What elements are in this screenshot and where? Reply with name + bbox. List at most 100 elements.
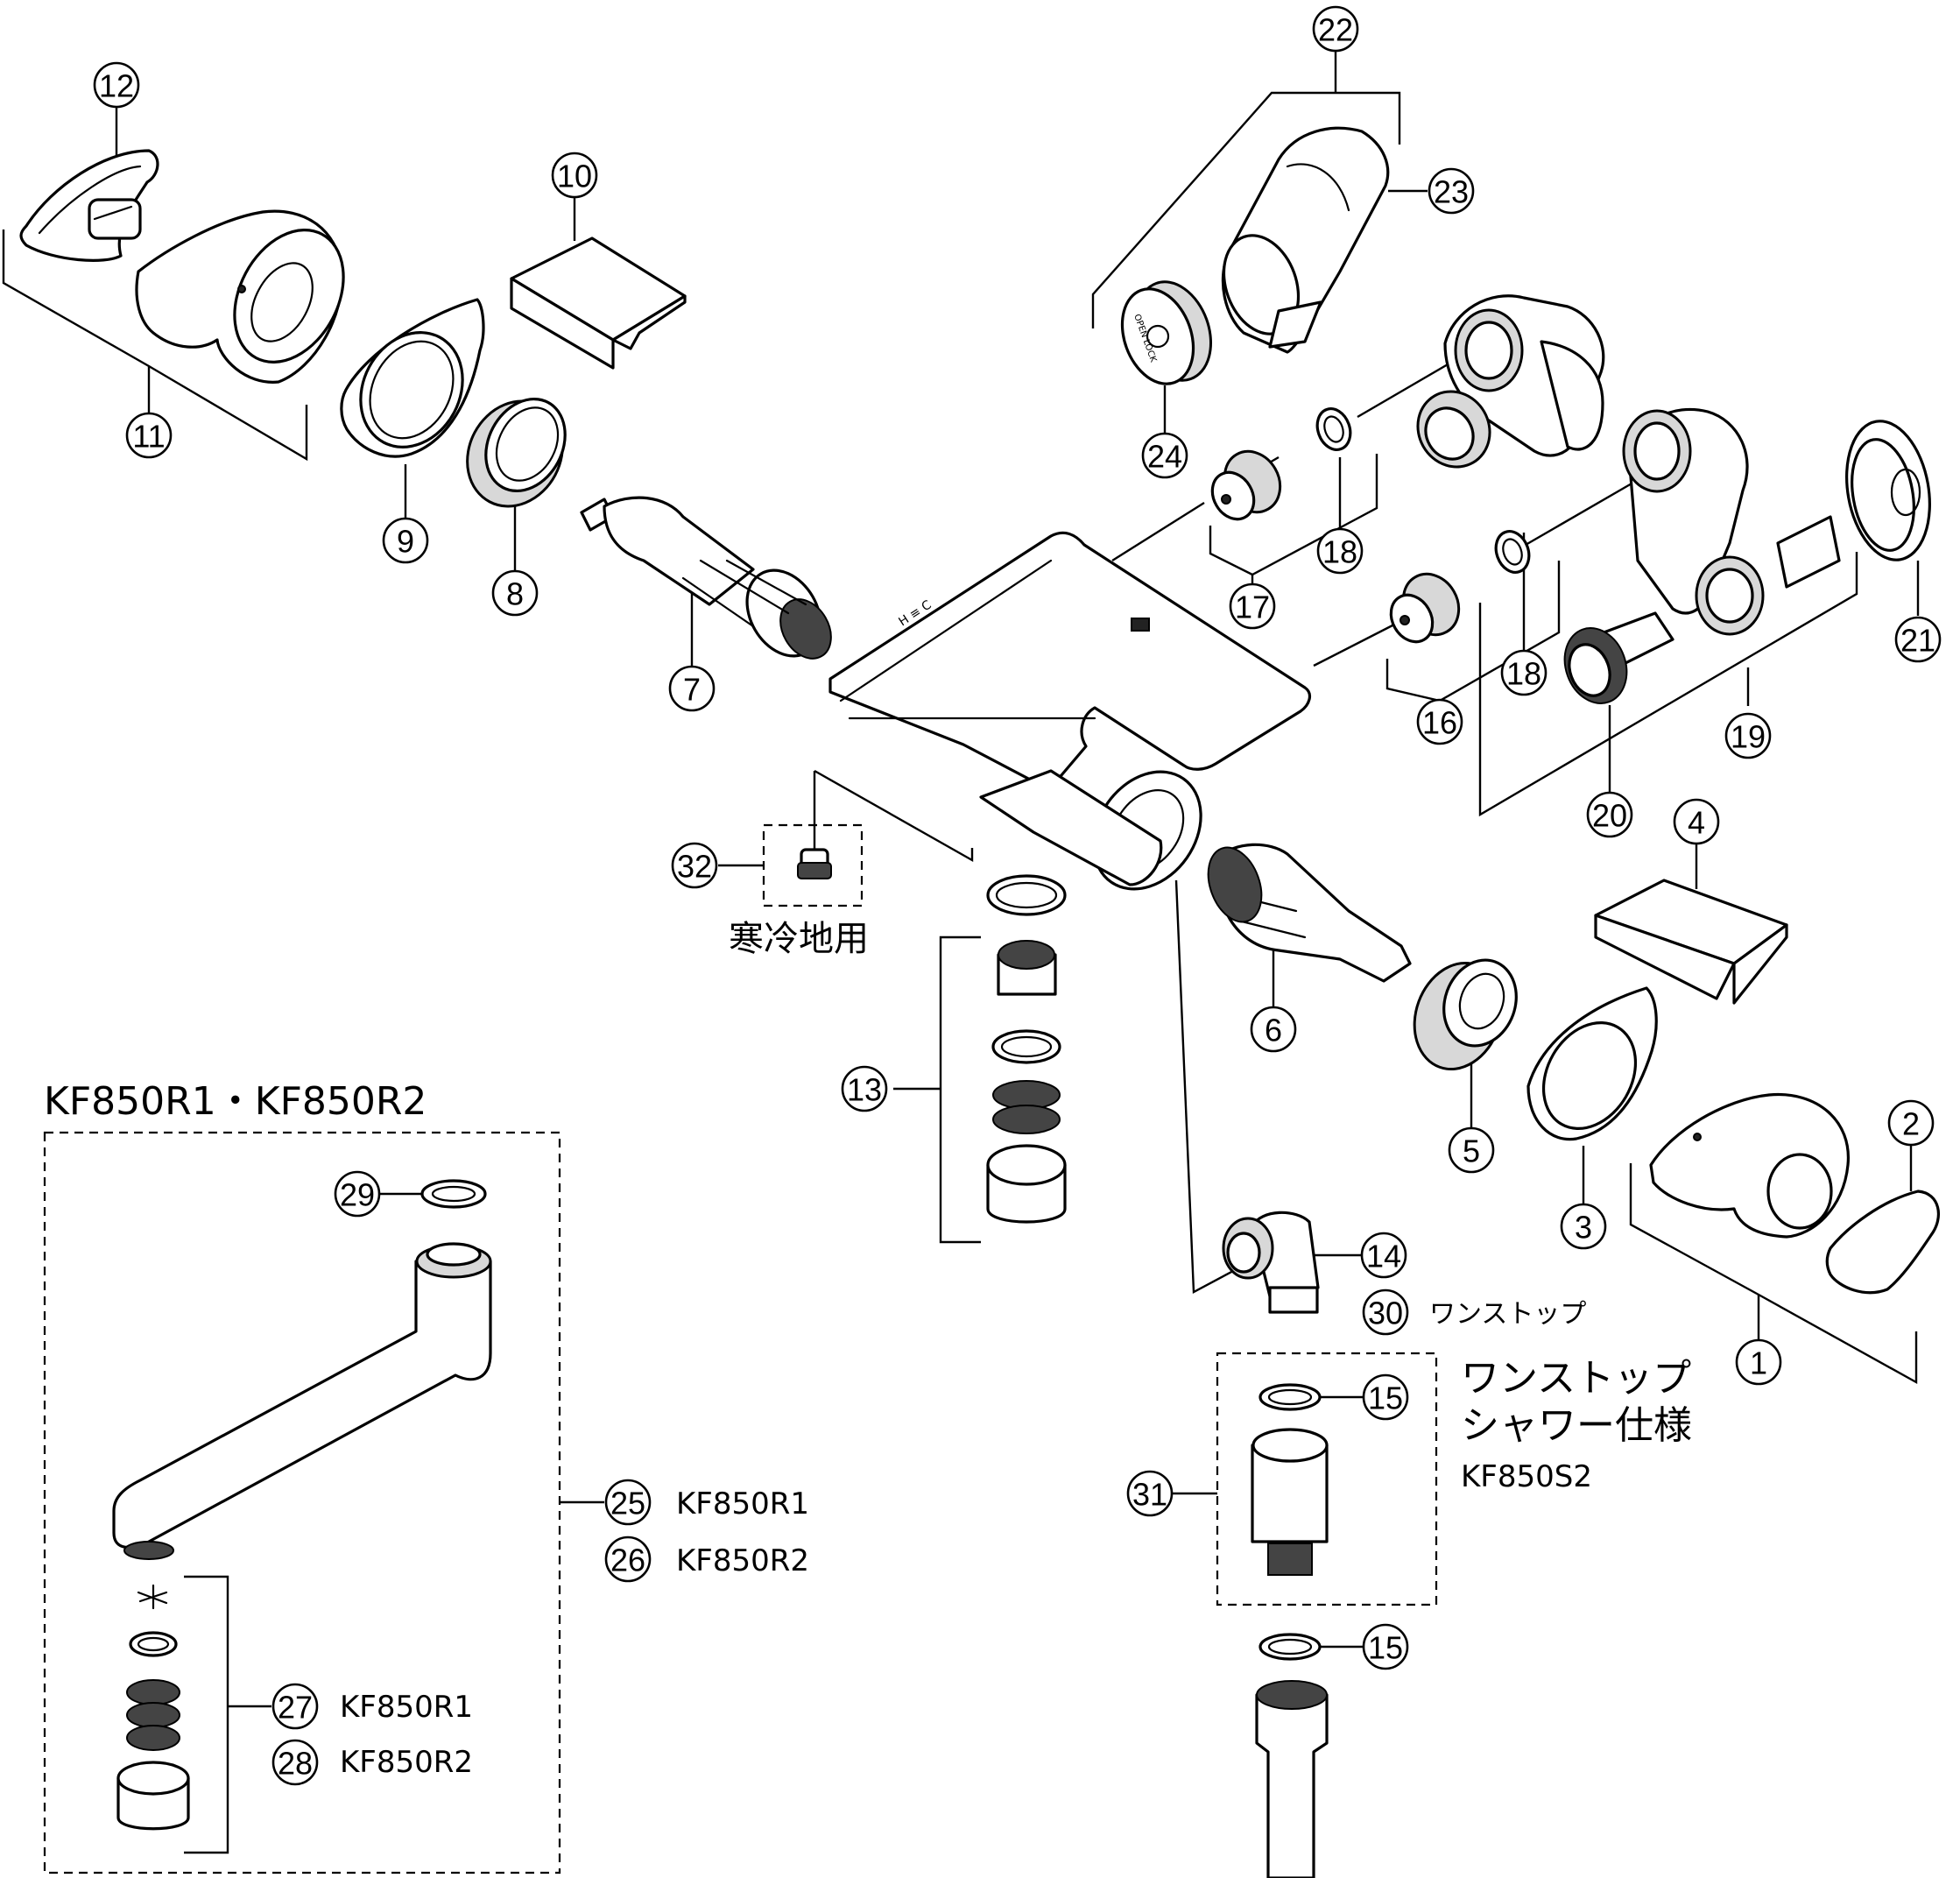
- callout-number: 1: [1750, 1345, 1767, 1381]
- callout-22: 22: [1312, 5, 1359, 53]
- callout-number: 23: [1434, 174, 1469, 210]
- callout-circle: [1416, 698, 1463, 745]
- callout-15: 15: [1362, 1623, 1409, 1670]
- callout-circle: [1500, 649, 1548, 696]
- callout-circle: [271, 1683, 319, 1730]
- callout-circle: [1735, 1338, 1782, 1386]
- callout-number: 24: [1147, 439, 1182, 475]
- callout-number: 7: [683, 672, 701, 708]
- main-valve-body: H ≡ C: [828, 531, 1312, 891]
- label-28: KF850R2: [340, 1745, 473, 1780]
- callout-circle: [93, 61, 140, 109]
- part-14-elbow: [1222, 1211, 1320, 1314]
- part-18-washers: [1315, 407, 1531, 574]
- callout-29: 29: [334, 1170, 381, 1218]
- callout-circle: [1673, 798, 1720, 845]
- callout-numbers: 1234567891011121314151516171818192021222…: [93, 5, 1942, 1786]
- shower-title-line2: シャワー仕様: [1461, 1403, 1692, 1448]
- callout-number: 30: [1368, 1296, 1403, 1331]
- part-19-elbow: [1622, 407, 1841, 636]
- callout-circle: [1586, 791, 1633, 838]
- part-9-ring: [340, 298, 485, 458]
- part-17-check-valve: [1210, 449, 1282, 521]
- callout-number: 25: [610, 1486, 645, 1521]
- callout-26: 26: [604, 1536, 652, 1583]
- callout-3: 3: [1560, 1203, 1607, 1250]
- callout-circle: [382, 517, 429, 564]
- callout-number: 14: [1366, 1239, 1401, 1274]
- callout-10: 10: [551, 152, 598, 199]
- callout-18: 18: [1316, 527, 1364, 575]
- callout-number: 11: [132, 419, 165, 455]
- callout-number: 2: [1902, 1106, 1920, 1142]
- callout-number: 13: [847, 1072, 882, 1108]
- callout-20: 20: [1586, 791, 1633, 838]
- callout-12: 12: [93, 61, 140, 109]
- part-7-cartridge: [580, 496, 832, 660]
- part-13-aerator-stack: [986, 874, 1067, 1224]
- callout-13: 13: [841, 1065, 888, 1112]
- callout-circle: [1316, 527, 1364, 575]
- callout-8: 8: [491, 569, 539, 617]
- shower-title-line1: ワンストップ: [1461, 1356, 1691, 1401]
- callout-31: 31: [1126, 1470, 1174, 1517]
- callout-number: 3: [1575, 1210, 1592, 1246]
- callout-number: 4: [1688, 805, 1705, 841]
- callout-number: 6: [1265, 1013, 1282, 1048]
- callout-17: 17: [1229, 582, 1276, 630]
- callout-number: 18: [1322, 534, 1357, 570]
- cold-region-label: 寒冷地用: [729, 919, 869, 959]
- callout-number: 15: [1368, 1630, 1403, 1666]
- callout-number: 26: [610, 1543, 645, 1578]
- callout-circle: [1362, 1373, 1409, 1421]
- callout-circle: [841, 1065, 888, 1112]
- callout-21: 21: [1894, 616, 1942, 663]
- callout-9: 9: [382, 517, 429, 564]
- callout-circle: [1229, 582, 1276, 630]
- callout-5: 5: [1448, 1126, 1495, 1174]
- callout-number: 20: [1592, 798, 1627, 834]
- callout-number: 9: [397, 524, 414, 560]
- callout-1: 1: [1735, 1338, 1782, 1386]
- part-3-ring-plate: [1526, 986, 1658, 1141]
- label-30: ワンストップ: [1429, 1299, 1586, 1330]
- label-26: KF850R2: [676, 1543, 809, 1578]
- callout-circle: [1312, 5, 1359, 53]
- callout-number: 21: [1900, 623, 1935, 659]
- callout-circle: [1360, 1232, 1407, 1279]
- callout-circle: [1428, 167, 1475, 215]
- callout-24: 24: [1141, 432, 1188, 479]
- callout-circle: [1126, 1470, 1174, 1517]
- callout-circle: [1887, 1099, 1935, 1147]
- spout: [112, 1179, 492, 1831]
- part-23-holder: [1221, 126, 1390, 354]
- part-32-drain-plug: [797, 848, 832, 879]
- callout-circle: [1362, 1288, 1409, 1336]
- part-20-filter: [1563, 611, 1674, 704]
- label-27: KF850R1: [340, 1690, 473, 1725]
- callout-4: 4: [1673, 798, 1720, 845]
- callout-circle: [1724, 712, 1772, 759]
- shower-model: KF850S2: [1461, 1459, 1592, 1494]
- callout-number: 29: [340, 1177, 375, 1213]
- callout-circle: [1448, 1126, 1495, 1174]
- callout-circle: [551, 152, 598, 199]
- callout-27: 27: [271, 1683, 319, 1730]
- callout-number: 16: [1422, 705, 1457, 741]
- callout-number: 17: [1235, 590, 1270, 625]
- callout-circle: [604, 1536, 652, 1583]
- callout-circle: [271, 1739, 319, 1786]
- callout-number: 19: [1731, 719, 1766, 755]
- callout-number: 27: [278, 1690, 313, 1726]
- callout-number: 8: [506, 576, 524, 612]
- callout-number: 10: [557, 159, 592, 194]
- callout-circle: [1141, 432, 1188, 479]
- callout-7: 7: [668, 665, 716, 712]
- part-15-31-fittings: [1251, 1383, 1329, 1878]
- part-16-check-valve: [1389, 572, 1461, 644]
- part-elbow-upper: [1416, 294, 1605, 469]
- callout-circle: [1362, 1623, 1409, 1670]
- callout-16: 16: [1416, 698, 1463, 745]
- callout-23: 23: [1428, 167, 1475, 215]
